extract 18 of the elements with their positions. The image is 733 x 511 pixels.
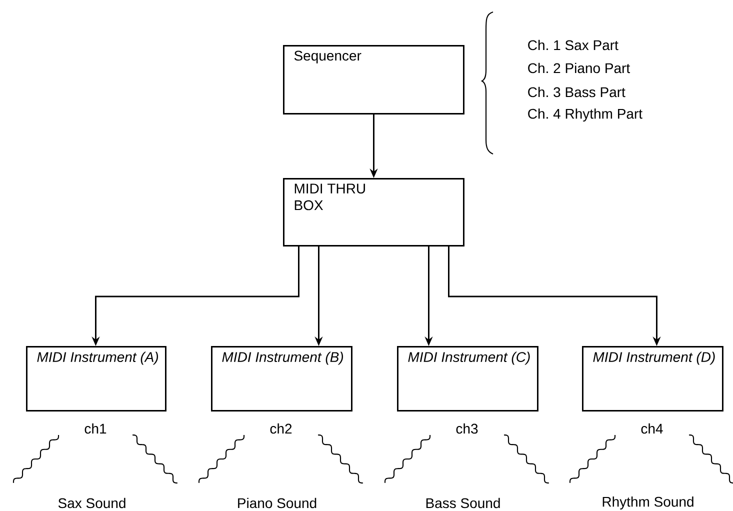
instrument-box: MIDI Instrument (A)	[26, 346, 166, 412]
instrument-box: MIDI Instrument (C)	[397, 346, 538, 412]
channel-label: ch3	[456, 423, 478, 434]
channel-assignment: Ch. 2 Piano Part	[528, 62, 630, 74]
channel-label: ch2	[270, 423, 292, 434]
thru-box: MIDI THRU BOX	[283, 178, 464, 246]
sound-label: Rhythm Sound	[602, 496, 694, 510]
sound-label: Piano Sound	[238, 498, 316, 508]
instrument-box: MIDI Instrument (D)	[582, 346, 724, 412]
channel-assignment: Ch. 1 Sax Part	[528, 40, 618, 50]
sequencer-box: Sequencer	[283, 45, 464, 114]
channel-label: ch1	[84, 423, 106, 434]
sound-label: Bass Sound	[426, 498, 500, 508]
channel-label: ch4	[641, 423, 663, 434]
sound-label: Sax Sound	[58, 498, 126, 508]
channel-assignment: Ch. 4 Rhythm Part	[528, 108, 642, 122]
channel-assignment: Ch. 3 Bass Part	[528, 86, 626, 98]
instrument-box: MIDI Instrument (B)	[211, 346, 352, 412]
